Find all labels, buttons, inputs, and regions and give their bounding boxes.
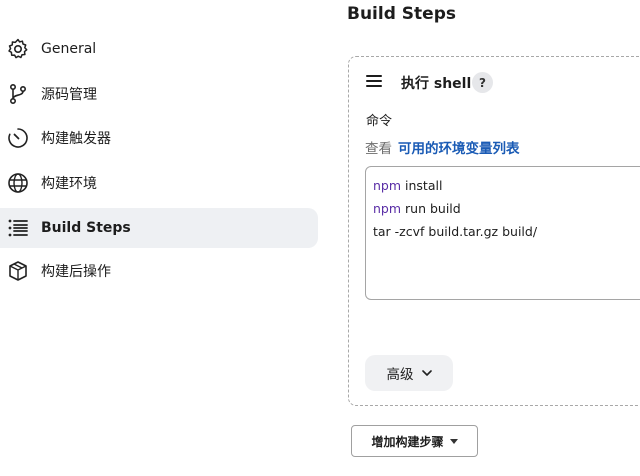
timer-icon xyxy=(8,128,28,148)
sidebar-item-label: 源码管理 xyxy=(41,87,97,103)
add-build-step-label: 增加构建步骤 xyxy=(371,434,444,449)
page-title: Build Steps xyxy=(347,4,456,24)
source-branch-icon xyxy=(10,83,27,104)
sidebar-item-general[interactable]: General xyxy=(0,29,318,69)
env-vars-link[interactable]: 可用的环境变量列表 xyxy=(398,141,520,157)
drag-handle-icon[interactable] xyxy=(366,75,382,89)
sidebar-item-source-control[interactable]: 源码管理 xyxy=(0,74,318,114)
caret-down-icon xyxy=(449,438,458,444)
sidebar-item-label: General xyxy=(41,41,97,57)
code-line: npm install xyxy=(373,178,443,193)
sidebar: General 源码管理 构建触发器 构建环境 B xyxy=(0,29,318,291)
advanced-label: 高级 xyxy=(386,367,414,383)
advanced-button[interactable]: 高级 xyxy=(365,355,453,391)
sidebar-item-build-steps[interactable]: Build Steps xyxy=(0,208,318,248)
command-editor[interactable]: npm install npm run build tar -zcvf buil… xyxy=(365,166,640,300)
sidebar-item-build-environment[interactable]: 构建环境 xyxy=(0,163,318,203)
sidebar-item-label: 构建环境 xyxy=(41,176,97,192)
gear-icon xyxy=(8,38,28,59)
build-step-card xyxy=(348,56,640,406)
chevron-down-icon xyxy=(421,369,432,376)
add-build-step-button[interactable]: 增加构建步骤 xyxy=(351,425,478,457)
help-icon[interactable]: ? xyxy=(472,72,493,93)
step-title: 执行 shell xyxy=(401,76,472,92)
command-label: 命令 xyxy=(366,114,393,129)
env-vars-hint: 查看可用的环境变量列表 xyxy=(365,137,520,157)
sidebar-item-label: 构建后操作 xyxy=(41,264,111,280)
globe-icon xyxy=(8,173,28,193)
package-icon xyxy=(9,261,27,281)
sidebar-item-build-triggers[interactable]: 构建触发器 xyxy=(0,118,318,158)
code-line: npm run build xyxy=(373,201,461,216)
code-line: tar -zcvf build.tar.gz build/ xyxy=(373,224,538,239)
env-vars-prefix: 查看 xyxy=(365,141,392,157)
sidebar-item-post-build-actions[interactable]: 构建后操作 xyxy=(0,251,318,291)
list-icon xyxy=(8,219,28,237)
sidebar-item-label: 构建触发器 xyxy=(41,131,111,147)
sidebar-item-label: Build Steps xyxy=(41,220,131,236)
